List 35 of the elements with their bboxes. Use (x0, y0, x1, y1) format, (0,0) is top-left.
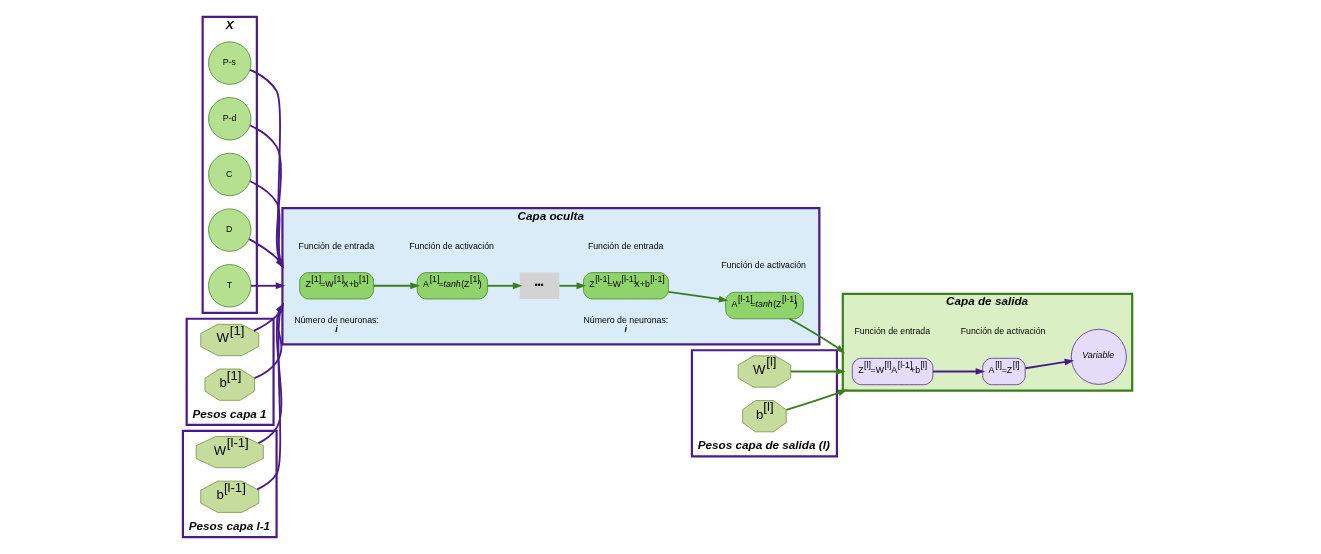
node-label: Función de entrada (587, 240, 664, 251)
label: Número de neuronas: (294, 314, 379, 325)
arrow (486, 282, 523, 290)
arrow (667, 290, 729, 303)
label: i (624, 323, 627, 334)
label: i (335, 323, 338, 334)
arrow (256, 302, 284, 491)
arrow (932, 368, 986, 375)
node-label: Función de entrada (298, 240, 375, 251)
arrow (1024, 358, 1075, 370)
node-label: Función de activación (409, 240, 494, 251)
label: Número de neuronas: (583, 314, 669, 325)
arrow (249, 124, 284, 269)
node-circle: P-d (208, 97, 252, 141)
node-label: Función de entrada (854, 326, 931, 337)
node-circle: C (208, 152, 252, 197)
node-label: Función de activación (721, 260, 806, 271)
node-box: ••• (519, 272, 560, 299)
arrow (558, 282, 587, 290)
arrow (785, 389, 848, 411)
node-circle: T (208, 264, 252, 308)
arrow (788, 317, 845, 354)
node-circle: Variable (1070, 328, 1127, 385)
arrow (248, 238, 285, 269)
arrow (789, 368, 846, 375)
node-circle: D (208, 208, 252, 252)
arrow (250, 282, 286, 290)
arrow (249, 180, 284, 269)
arrow (372, 282, 420, 290)
node-circle: P-s (208, 41, 252, 85)
arrow (253, 303, 284, 332)
node-label: Función de activación (960, 326, 1046, 337)
arrow (253, 303, 284, 380)
arrow (257, 303, 284, 445)
arrow (249, 68, 284, 269)
